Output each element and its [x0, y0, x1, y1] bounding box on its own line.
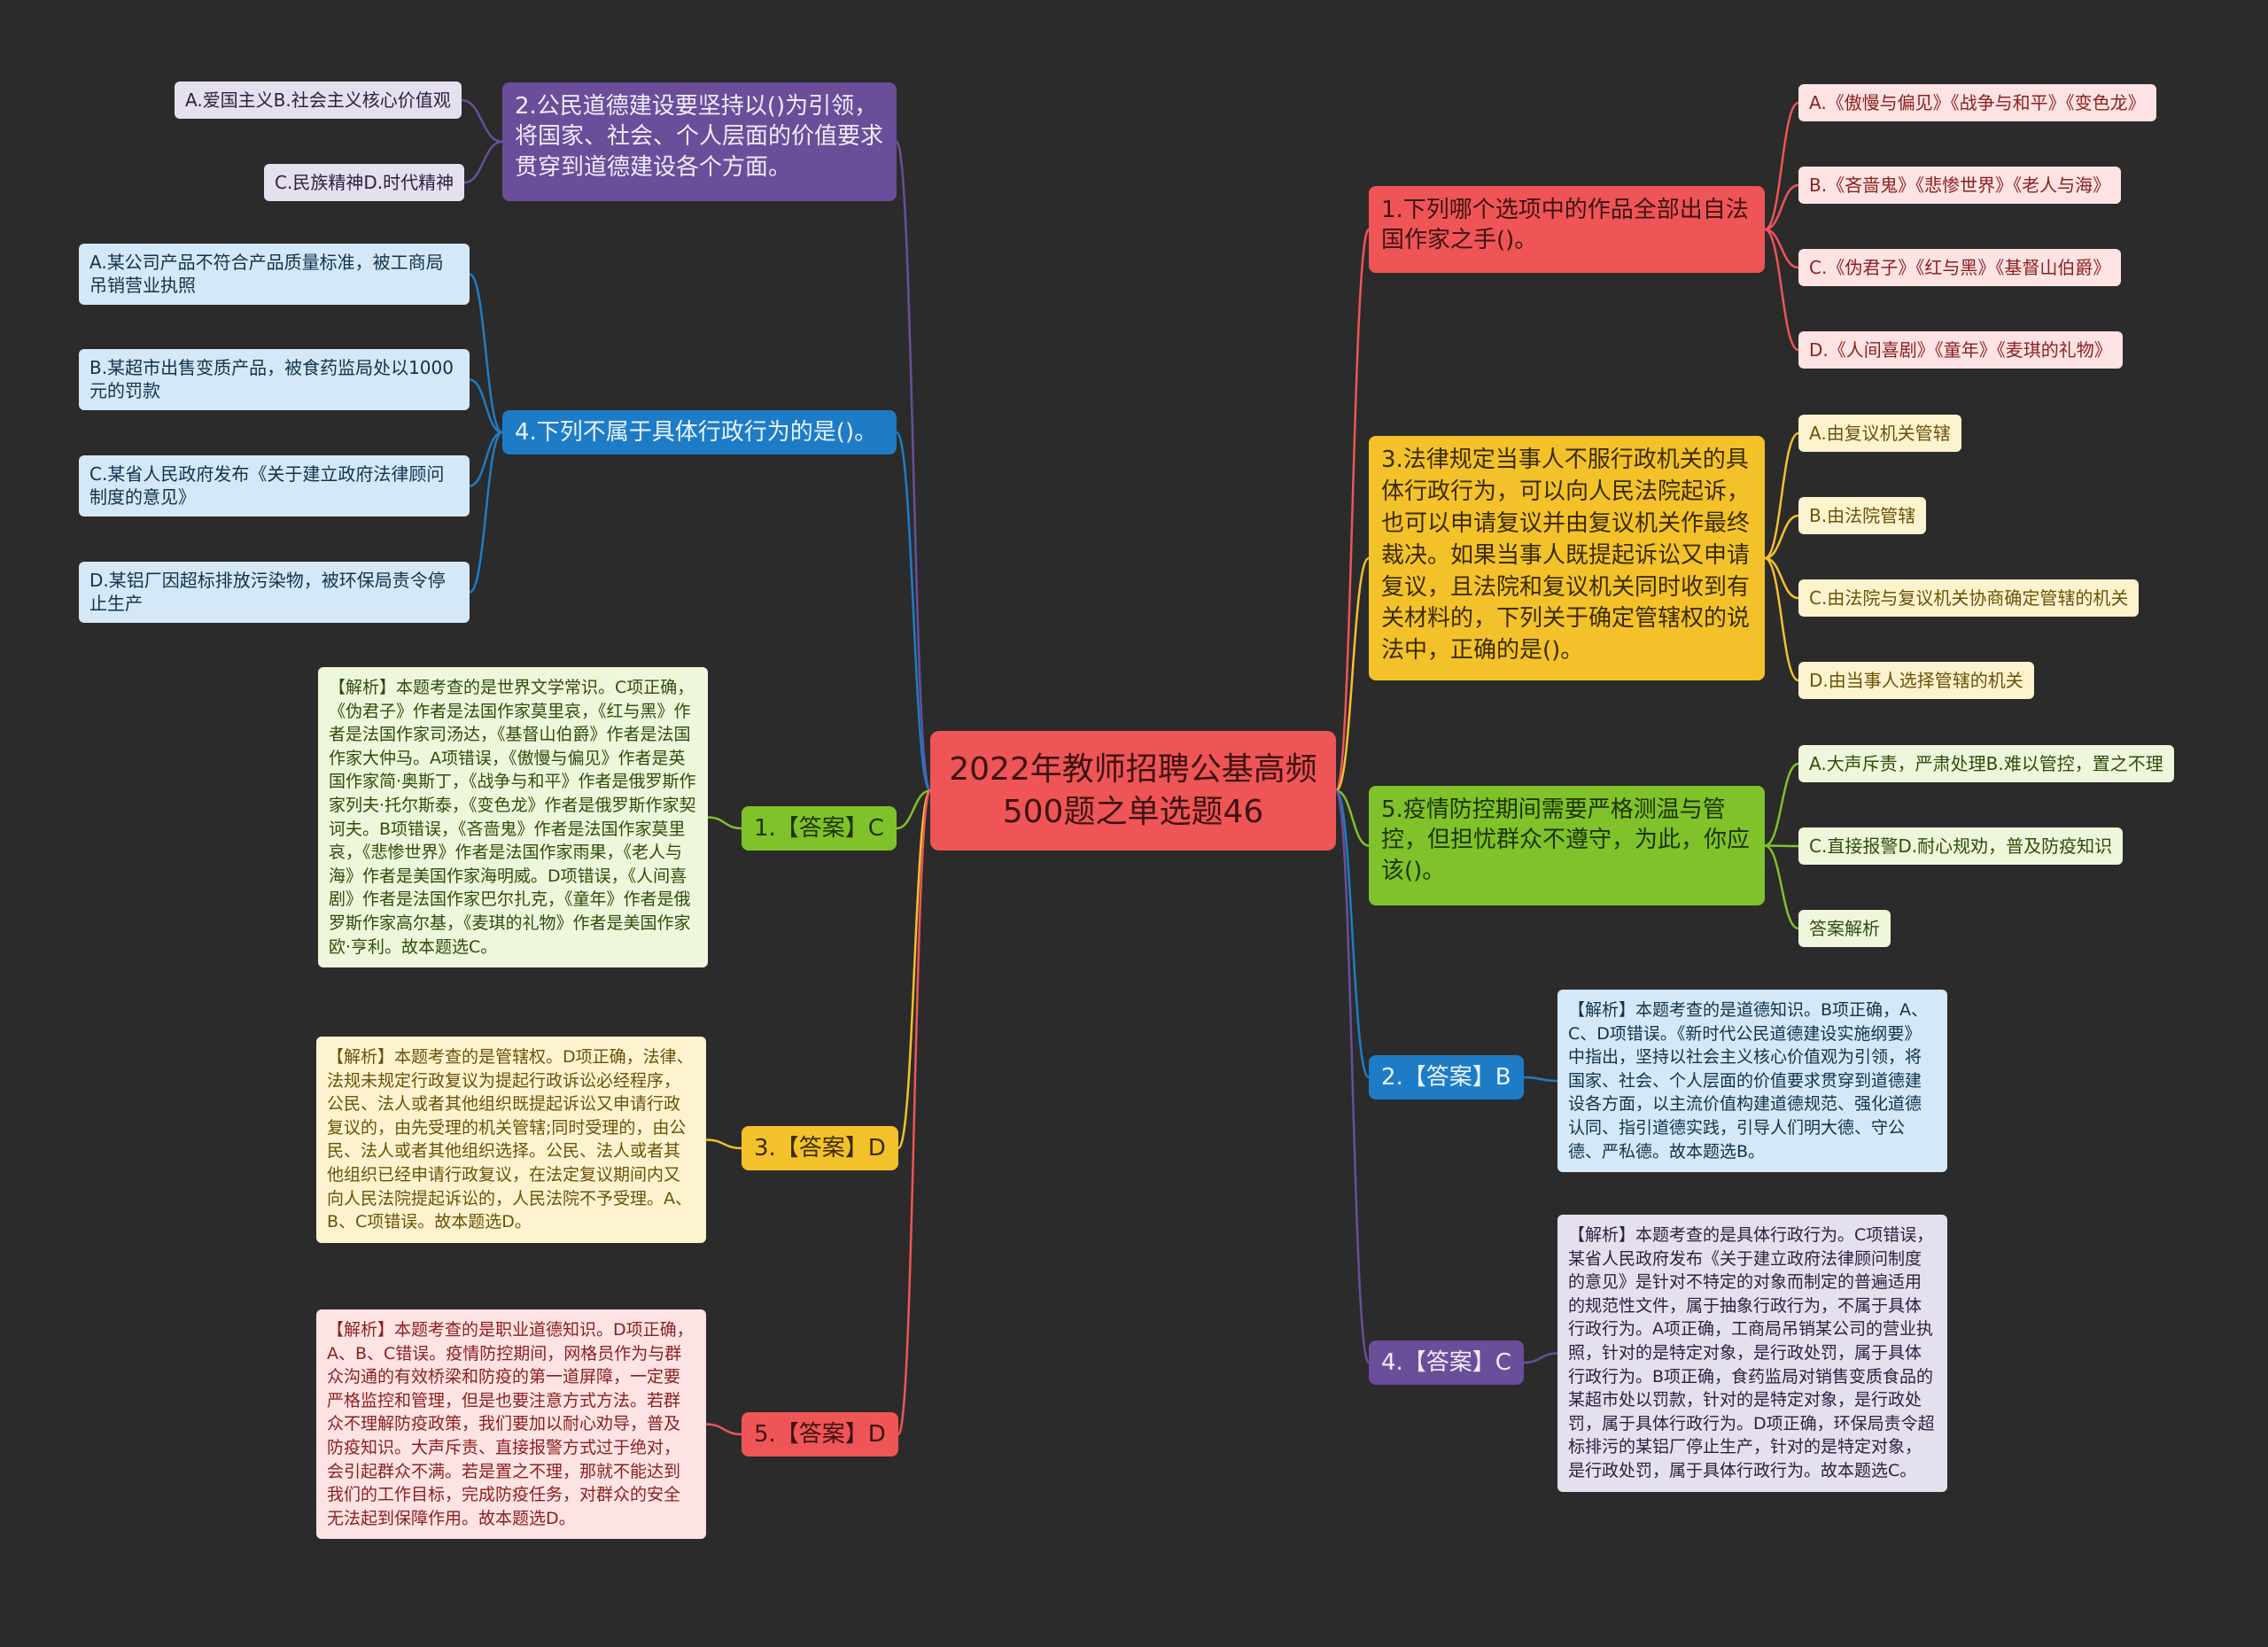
edge-a1-a1e — [707, 816, 742, 830]
edge-root-q5 — [1335, 789, 1370, 847]
edge-q2-q2o1 — [463, 140, 503, 184]
answer-5-node[interactable]: 5.【答案】D — [742, 1412, 898, 1457]
edge-root-a3 — [897, 789, 932, 1150]
edge-a2-a2e — [1523, 1076, 1558, 1083]
question-5-node[interactable]: 5.疫情防控期间需要严格测温与管控，但担忧群众不遵守，为此，你应该()。 — [1369, 786, 1765, 905]
answer-5-explanation: 【解析】本题考查的是职业道德知识。D项正确，A、B、C错误。疫情防控期间，网格员… — [316, 1309, 706, 1540]
q3-option-b[interactable]: B.由法院管辖 — [1798, 497, 1927, 535]
edge-a4-a4e — [1523, 1352, 1558, 1364]
edge-root-a2 — [1334, 789, 1371, 1079]
edge-q4-q4o3 — [469, 431, 503, 594]
q1-option-a[interactable]: A.《傲慢与偏见》《战争与和平》《变色龙》 — [1798, 84, 2156, 122]
q3-option-a[interactable]: A.由复议机关管辖 — [1798, 415, 1961, 453]
edge-q5-q5o0 — [1764, 762, 1799, 847]
q1-option-c[interactable]: C.《伪君子》《红与黑》《基督山伯爵》 — [1798, 249, 2122, 287]
q4-option-a[interactable]: A.某公司产品不符合产品质量标准，被工商局吊销营业执照 — [79, 244, 470, 305]
q5-option-ab[interactable]: A.大声斥责，严肃处理B.难以管控，置之不理 — [1798, 745, 2174, 783]
question-1-node[interactable]: 1.下列哪个选项中的作品全部出自法国作家之手()。 — [1369, 186, 1765, 273]
edge-q3-q3o0 — [1764, 431, 1799, 560]
q4-option-d[interactable]: D.某铝厂因超标排放污染物，被环保局责令停止生产 — [79, 562, 470, 623]
q2-option-cd[interactable]: C.民族精神D.时代精神 — [264, 164, 465, 202]
q4-option-b[interactable]: B.某超市出售变质产品，被食药监局处以1000元的罚款 — [79, 349, 470, 410]
answer-3-explanation: 【解析】本题考查的是管辖权。D项正确，法律、法规未规定行政复议为提起行政诉讼必经… — [316, 1037, 706, 1243]
q5-option-cd[interactable]: C.直接报警D.耐心规劝，普及防疫知识 — [1798, 827, 2124, 866]
answer-3-node[interactable]: 3.【答案】D — [742, 1126, 898, 1171]
edge-root-q4 — [895, 431, 932, 792]
edge-q1-q1o1 — [1764, 183, 1799, 231]
edge-root-a5 — [897, 789, 932, 1436]
q4-option-c[interactable]: C.某省人民政府发布《关于建立政府法律顾问制度的意见》 — [79, 455, 470, 517]
question-3-node[interactable]: 3.法律规定当事人不服行政机关的具体行政行为，可以向人民法院起诉，也可以申请复议… — [1369, 436, 1765, 680]
edge-q1-q1o0 — [1764, 101, 1799, 231]
q3-option-c[interactable]: C.由法院与复议机关协商确定管辖的机关 — [1798, 579, 2140, 618]
edge-root-a1 — [896, 789, 931, 830]
q1-option-d[interactable]: D.《人间喜剧》《童年》《麦琪的礼物》 — [1798, 331, 2123, 369]
edge-q1-q1o3 — [1764, 228, 1799, 352]
edge-q1-q1o2 — [1764, 228, 1799, 269]
root-topic[interactable]: 2022年教师招聘公基高频500题之单选题46 — [930, 731, 1336, 851]
answer-4-node[interactable]: 4.【答案】C — [1369, 1340, 1524, 1386]
edge-root-q3 — [1334, 556, 1371, 792]
edge-q3-q3o1 — [1764, 514, 1799, 560]
answer-4-explanation: 【解析】本题考查的是具体行政行为。C项错误，某省人民政府发布《关于建立政府法律顾… — [1557, 1215, 1947, 1492]
q3-option-d[interactable]: D.由当事人选择管辖的机关 — [1798, 662, 2034, 700]
question-4-node[interactable]: 4.下列不属于具体行政行为的是()。 — [502, 410, 897, 455]
edge-q3-q3o2 — [1764, 556, 1799, 600]
answer-1-explanation: 【解析】本题考查的是世界文学常识。C项正确，《伪君子》作者是法国作家莫里哀，《红… — [318, 667, 708, 968]
edge-root-a4 — [1334, 789, 1371, 1364]
answer-2-explanation: 【解析】本题考查的是道德知识。B项正确，A、C、D项错误。《新时代公民道德建设实… — [1557, 990, 1947, 1173]
edge-root-q2 — [895, 140, 932, 792]
edge-q4-q4o2 — [469, 431, 503, 487]
edge-q3-q3o3 — [1764, 556, 1799, 682]
edge-q5-q5o2 — [1764, 844, 1799, 930]
edge-q4-q4o0 — [469, 273, 503, 434]
edge-root-q1 — [1334, 228, 1371, 792]
edge-q4-q4o1 — [469, 378, 503, 434]
q2-option-ab[interactable]: A.爱国主义B.社会主义核心价值观 — [175, 82, 462, 120]
edge-q5-q5o1 — [1764, 844, 1799, 848]
edge-a3-a3e — [705, 1138, 742, 1150]
q5-answer-analysis[interactable]: 答案解析 — [1798, 910, 1891, 948]
edge-q2-q2o0 — [461, 98, 503, 144]
edge-a5-a5e — [705, 1423, 742, 1436]
answer-2-node[interactable]: 2.【答案】B — [1369, 1055, 1524, 1100]
question-2-node[interactable]: 2.公民道德建设要坚持以()为引领，将国家、社会、个人层面的价值要求贯穿到道德建… — [502, 82, 897, 201]
answer-1-node[interactable]: 1.【答案】C — [742, 806, 897, 851]
q1-option-b[interactable]: B.《吝啬鬼》《悲惨世界》《老人与海》 — [1798, 167, 2122, 205]
